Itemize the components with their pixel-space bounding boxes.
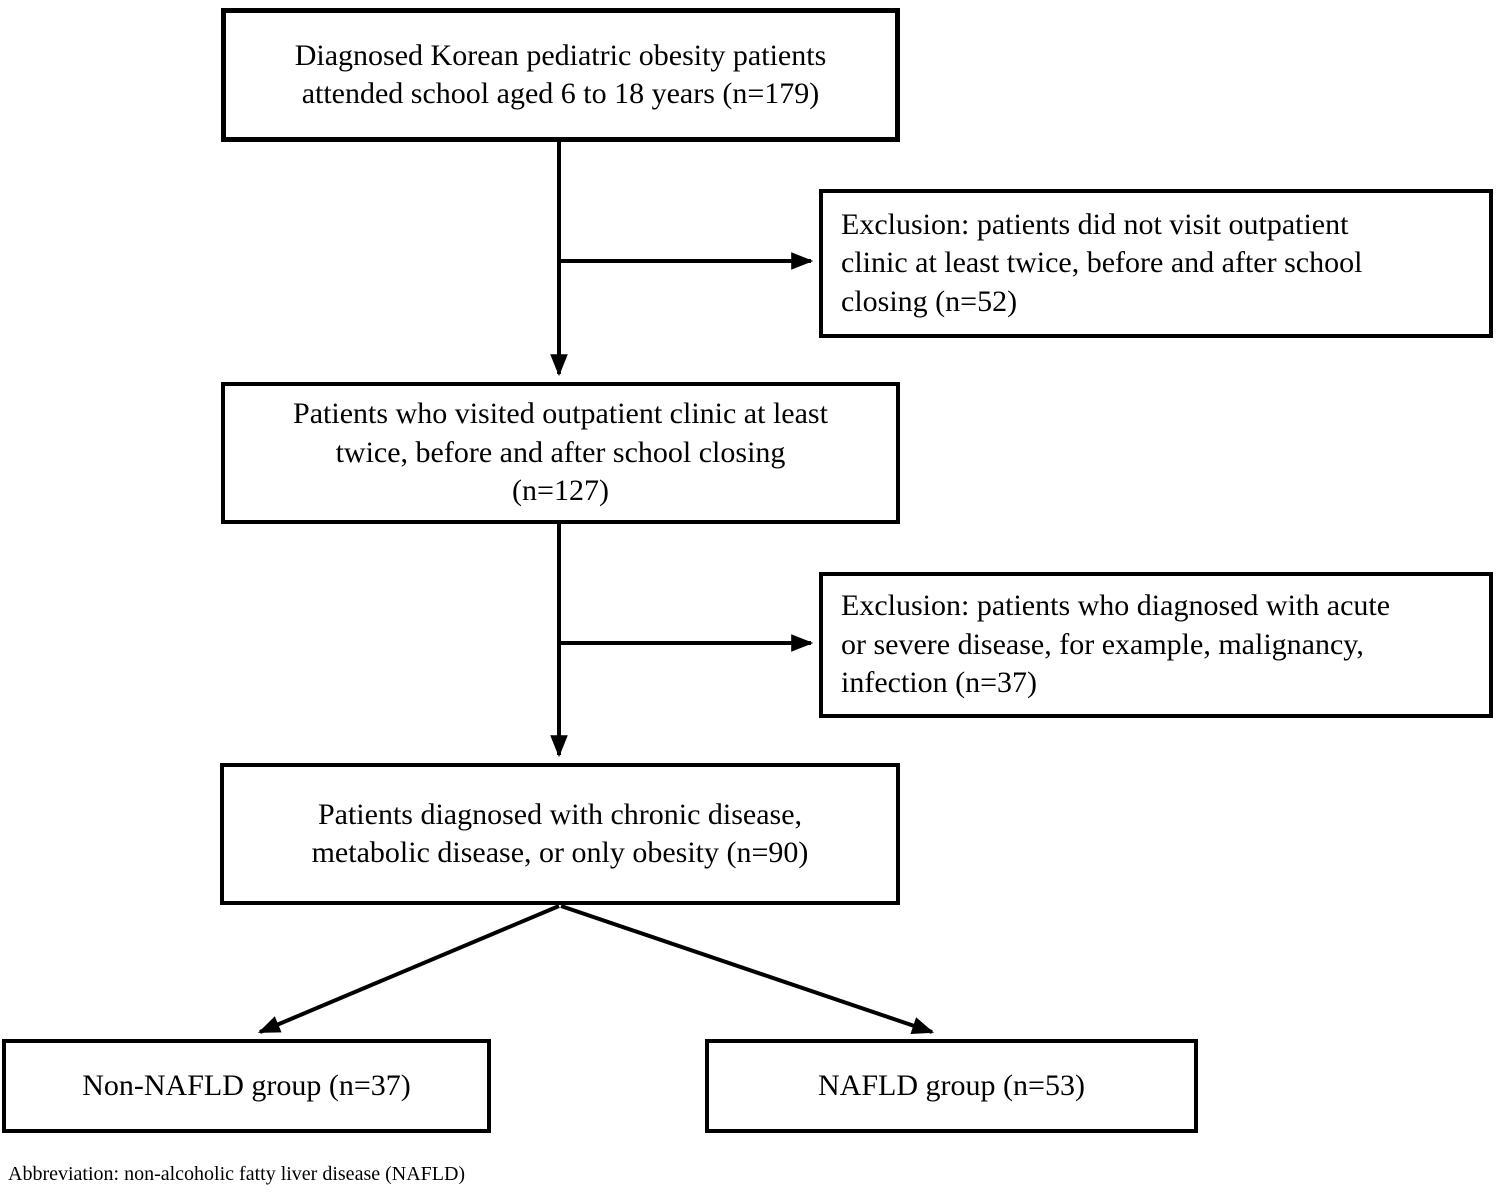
node-non-nafld-group: Non-NAFLD group (n=37) [2,1039,491,1133]
node-nafld-group: NAFLD group (n=53) [705,1039,1198,1133]
node-chronic-metabolic-obesity: Patients diagnosed with chronic disease,… [220,763,900,905]
node-visited-twice: Patients who visited outpatient clinic a… [221,382,900,524]
abbreviation-note: Abbreviation: non-alcoholic fatty liver … [8,1163,466,1185]
node-exclusion-acute-disease: Exclusion: patients who diagnosed with a… [819,572,1493,718]
arrow-diagnosed-to-non-nafld [257,904,560,1034]
node-population: Diagnosed Korean pediatric obesity patie… [221,8,900,142]
arrow-diagnosed-to-nafld [560,904,935,1034]
node-exclusion-no-revisit: Exclusion: patients did not visit outpat… [819,189,1493,338]
